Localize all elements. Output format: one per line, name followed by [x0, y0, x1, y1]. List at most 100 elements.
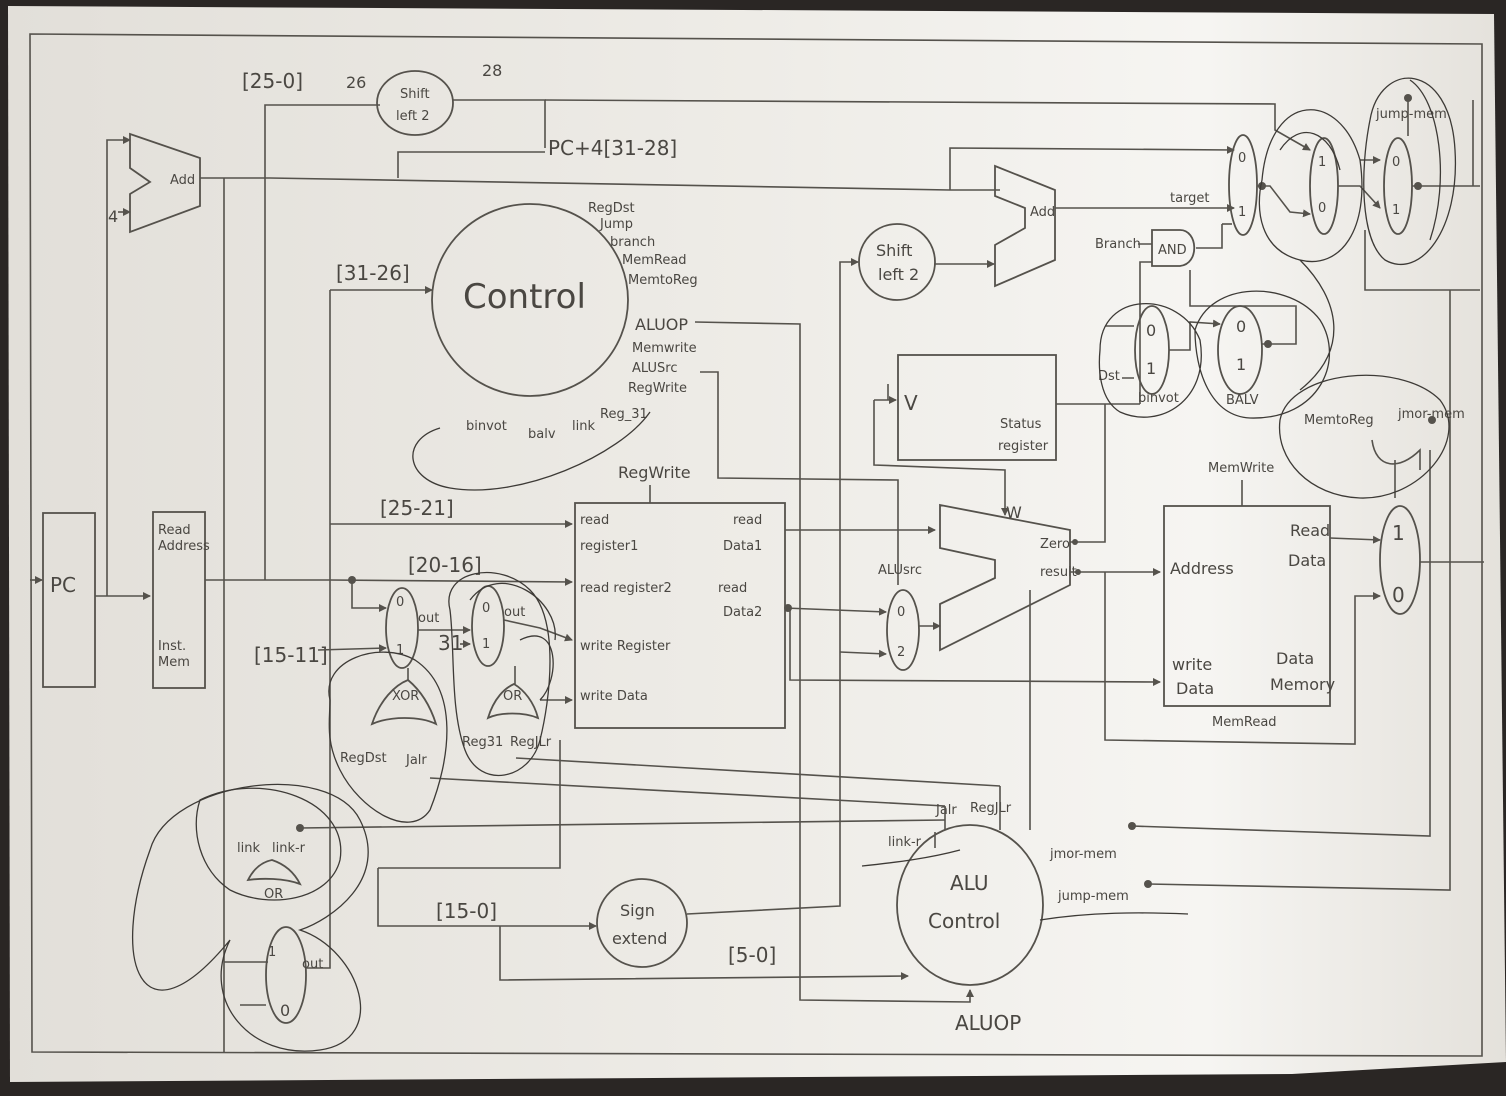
scribble-binvot-balv — [1098, 259, 1335, 419]
address-label: Address — [1170, 559, 1234, 578]
bits-26: 26 — [346, 73, 366, 92]
jump-mux-1: 1 — [1318, 155, 1326, 170]
reg31-mux-1: 1 — [482, 637, 490, 652]
pc4-31-28-wire — [397, 151, 545, 178]
bits-28: 28 — [482, 61, 502, 80]
alu-regjlr: RegJLr — [970, 801, 1012, 816]
regdst-mux-1: 1 — [396, 643, 404, 658]
status-v-wire — [873, 400, 1009, 516]
rt-junction — [348, 576, 356, 584]
jalr-label: Jalr — [405, 753, 427, 768]
shift-left-2-jump — [376, 70, 454, 136]
or-gate-link — [246, 859, 302, 886]
scribble-regmux-2 — [469, 582, 556, 701]
zero-wire — [1070, 404, 1106, 543]
regdst-mux-out: out — [418, 611, 439, 626]
bits-15-11: [15-11] — [254, 643, 328, 667]
alusrc-label: ALUsrc — [878, 563, 922, 578]
binvot-mux-label: binvot — [1138, 391, 1179, 406]
ctrl-memtoreg: MemtoReg — [628, 273, 698, 288]
branch-mux — [1228, 134, 1258, 236]
add-label: Add — [170, 173, 195, 188]
binvot-in-wires — [1105, 325, 1134, 379]
aluop-bottom: ALUOP — [955, 1011, 1021, 1035]
regdst-label: RegDst — [340, 751, 387, 766]
jump-address-wire — [544, 99, 1311, 151]
ctrl-jump: Jump — [599, 217, 633, 232]
alusrc-mux — [886, 589, 920, 671]
jump-mem-wire — [1147, 290, 1451, 891]
reg31-mux-0: 0 — [482, 601, 490, 616]
target-label: target — [1170, 191, 1210, 206]
pc-register — [42, 512, 96, 688]
bits-31-26: [31-26] — [336, 261, 410, 285]
jmor-mem-label: jmor-mem — [1049, 847, 1117, 862]
add-branch-label: Add — [1030, 205, 1055, 220]
alu-control-ticks — [934, 786, 1001, 848]
pc-feedback-wire — [1364, 230, 1480, 291]
regjlr-label: RegJLr — [510, 735, 552, 750]
result-dot — [1075, 569, 1081, 575]
alusrc-mux-0: 0 — [897, 605, 905, 620]
balv-out — [1189, 270, 1297, 345]
regdst-mux — [385, 587, 419, 669]
pc4-to-branch-mux — [949, 145, 1235, 190]
and-wires — [1138, 224, 1223, 404]
jump-mem-dot — [1144, 880, 1152, 888]
alusrc-wire — [700, 371, 899, 585]
jump-mux-0: 0 — [1318, 201, 1326, 216]
ctrl-aluop: ALUOP — [635, 315, 688, 334]
scribble-regmux — [448, 571, 551, 777]
jump-mem-label: jump-mem — [1057, 889, 1129, 904]
jump-mem-top: jump-mem — [1375, 107, 1447, 122]
jump-mem-mux-dot — [1414, 182, 1422, 190]
ctrl-branch: branch — [610, 235, 655, 250]
instruction-memory — [152, 511, 206, 689]
alusrc-mux-2: 2 — [897, 645, 905, 660]
reg31-out-wire — [503, 619, 573, 642]
ctrl-link: link — [572, 419, 595, 434]
pc-label: PC — [50, 573, 76, 597]
ctrl-regdst: RegDst — [588, 201, 635, 216]
imm-wire — [377, 868, 597, 930]
status-register — [897, 354, 1057, 461]
and-label: AND — [1158, 243, 1187, 258]
rt-to-mux — [351, 580, 387, 612]
bits-25-21: [25-21] — [380, 496, 454, 520]
jump-mem-mux-out — [1407, 98, 1480, 187]
memtoreg-mux-1: 1 — [1392, 521, 1405, 545]
dst-label: Dst — [1098, 369, 1120, 384]
memtoreg-label: MemtoReg — [1304, 413, 1374, 428]
write-register: write Register — [580, 639, 671, 654]
alu — [939, 503, 1071, 652]
v-label: V — [904, 391, 918, 415]
link-mux-0: 0 — [280, 1001, 290, 1020]
memtoreg-mux — [1379, 505, 1421, 615]
bits-25-0: [25-0] — [242, 69, 303, 93]
read-data2-mem — [789, 608, 1161, 686]
funct-wire — [499, 926, 909, 981]
control-unit — [431, 203, 629, 397]
jmor-mem-dot — [1128, 822, 1136, 830]
xor-label: XOR — [392, 689, 419, 704]
ctrl-memwrite: Memwrite — [632, 341, 697, 356]
zero-dot — [1072, 539, 1078, 545]
ctrl-balv: balv — [528, 427, 556, 442]
read-data-out — [1329, 535, 1381, 544]
link-mux-wires — [224, 940, 331, 1006]
pc4-out-wire — [200, 177, 1000, 191]
alu-control-scribble — [861, 849, 1189, 921]
balv-mux-1: 1 — [1236, 355, 1246, 374]
thirty-one: 31 — [438, 631, 463, 655]
aluop-wire — [694, 321, 974, 1003]
jmor-mem-top-dot — [1428, 416, 1436, 424]
pc4-31-28: PC+4[31-28] — [548, 136, 677, 160]
w-label: W — [1006, 503, 1022, 522]
branch-mux-0: 0 — [1238, 151, 1246, 166]
instruction-bus-up — [264, 104, 380, 580]
and-gate — [1151, 229, 1196, 267]
